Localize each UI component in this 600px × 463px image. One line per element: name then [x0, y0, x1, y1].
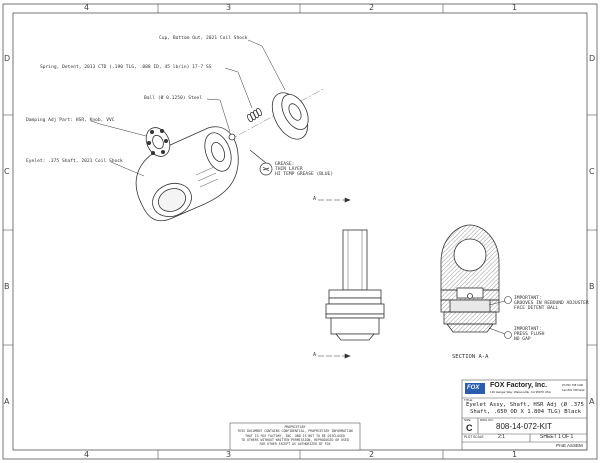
callout-damping-adj: Damping Adj Part: HSR, Knob, VVC [26, 118, 115, 123]
zone-col-1-bottom: 1 [512, 450, 518, 459]
callout-grease-2: THIN LAYER [275, 167, 303, 172]
grease-symbol [249, 149, 273, 176]
section-a-a-view [440, 224, 500, 333]
zone-row-b-left: B [4, 282, 10, 291]
size-label: SIZE [464, 418, 471, 422]
zone-row-a-right: A [589, 397, 595, 406]
zone-col-3-top: 3 [226, 3, 232, 12]
zone-col-2-top: 2 [369, 3, 375, 12]
proprietary-notice: PROPRIETARY THIS DOCUMENT CONTAINS CONFI… [230, 425, 360, 446]
zone-col-1-top: 1 [512, 3, 518, 12]
proprietary-line-4: TO OTHERS WITHOUT WRITTEN PERMISSION, RE… [241, 437, 349, 442]
detent-ball [228, 133, 236, 141]
important-markers [488, 296, 512, 339]
zone-col-2-bottom: 2 [369, 450, 375, 459]
callout-cup: Cup, Bottom Out, 2021 Coil Shock [159, 36, 248, 41]
dwg-no: 808-14-072-KIT [496, 422, 553, 431]
important-2-line-2: PRESS FLUSH [514, 332, 545, 337]
proprietary-line-1: PROPRIETARY [284, 425, 306, 429]
zone-row-c-right: C [589, 167, 595, 176]
damping-knob [145, 127, 171, 157]
size-value: C [466, 423, 473, 433]
callout-grease-1: GREASE: [275, 162, 295, 167]
front-view [325, 229, 385, 341]
bottom-out-cup [271, 92, 309, 140]
title-block-frame [461, 379, 588, 451]
detent-spring [247, 107, 262, 123]
company-address: 130 Hangar Way, Watsonville, CA 95076 US… [490, 390, 551, 394]
important-1-line-3: FACE DETENT BALL [514, 306, 559, 311]
zone-row-d-left: D [4, 54, 11, 63]
section-marker-bottom: A [313, 352, 317, 358]
proprietary-box [229, 422, 361, 451]
title-label: TITLE: [464, 398, 474, 402]
important-2-line-1: IMPORTANT: [514, 327, 542, 332]
sheet-number: SHEET 1 OF 1 [540, 434, 574, 440]
dwg-no-label: DWG NO. [480, 418, 494, 422]
callout-spring: Spring, Detent, 2013 CTD (.190 TLG, .088… [40, 65, 212, 70]
section-cut-line [318, 197, 351, 359]
plot-scale-label: PLOT SCALE [464, 435, 484, 439]
proprietary-line-2: THIS DOCUMENT CONTAINS CONFIDENTIAL, PRO… [237, 429, 353, 434]
important-1-line-1: IMPORTANT: [514, 296, 542, 301]
callout-grease-3: HI TEMP GREASE (BLUE) [275, 172, 334, 177]
title-line-2: Shaft, .650 OD X 1.804 TLG) Black [470, 409, 582, 415]
proprietary-line-3: THAT IS FOX FACTORY, INC. AND IS NOT TO … [245, 433, 345, 438]
leader-lines [90, 39, 286, 177]
company-fax: Fax 831 768 9312 [562, 388, 585, 392]
zone-row-b-right: B [589, 282, 595, 291]
callout-ball: Ball (Ø 0.1250) Steel [144, 96, 203, 101]
zone-row-a-left: A [4, 397, 10, 406]
title-line-1: Eyelet Assy, Shaft, HSR Adj (Ø .375 [466, 402, 584, 408]
plot-scale: 2:1 [498, 434, 505, 440]
important-1-line-2: GROOVES IN REBOUND ADJUSTER [514, 301, 589, 306]
zone-row-d-right: D [589, 54, 596, 63]
zone-col-4-top: 4 [84, 3, 90, 12]
company-name: FOX Factory, Inc. [490, 382, 548, 389]
fox-logo: FOX [467, 385, 480, 391]
zone-col-3-bottom: 3 [226, 450, 232, 459]
footer-proe: ProE ASSEM [556, 443, 583, 448]
callout-eyelet: Eyelet: .375 Shaft, 2021 Coil Shock [26, 159, 123, 164]
section-marker-top: A [313, 196, 317, 202]
important-2-line-3: NO GAP [514, 337, 531, 342]
section-title: SECTION A-A [452, 354, 489, 360]
zone-col-4-bottom: 4 [84, 450, 90, 459]
zone-row-c-left: C [4, 167, 10, 176]
proprietary-line-5: FOR OTHER EXCEPT AS AUTHORIZED BY FOX [259, 442, 331, 447]
fox-logo-badge [465, 383, 485, 394]
company-phone: Ph 831 768 1100 [562, 383, 584, 387]
